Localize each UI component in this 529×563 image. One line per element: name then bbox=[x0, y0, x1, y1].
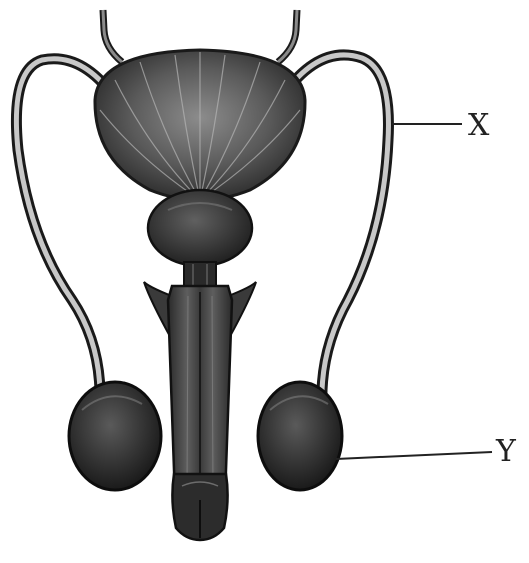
penis-shaft bbox=[168, 286, 232, 500]
bladder bbox=[95, 50, 305, 200]
prostate-gland bbox=[148, 190, 252, 266]
leader-line-y bbox=[336, 452, 492, 459]
testis-left bbox=[69, 382, 161, 490]
urethra-neck bbox=[184, 262, 216, 288]
testis-right bbox=[258, 382, 342, 490]
glans bbox=[172, 474, 227, 540]
ureter-right bbox=[278, 10, 297, 62]
ureter-left bbox=[103, 10, 122, 62]
